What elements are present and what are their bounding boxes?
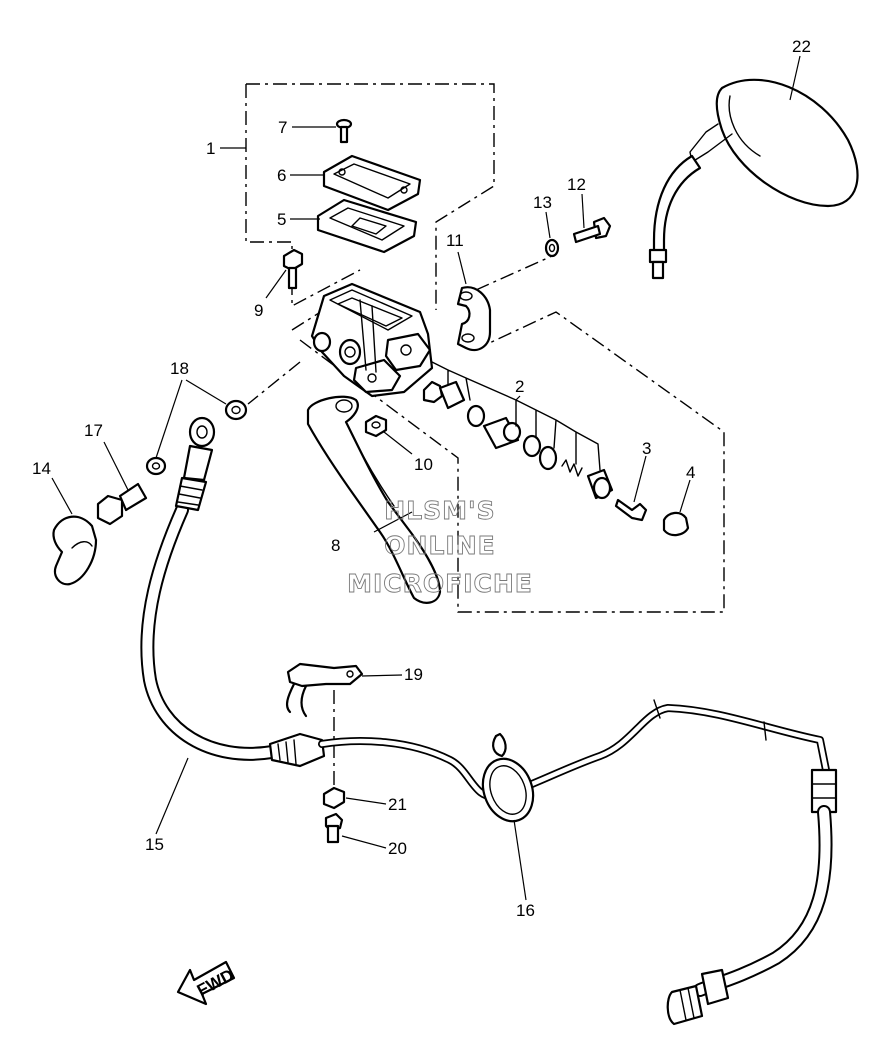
callout-16: 16 bbox=[516, 901, 535, 920]
piston-kit[interactable] bbox=[422, 361, 614, 500]
callout-7: 7 bbox=[278, 118, 287, 137]
callout-15: 15 bbox=[145, 835, 164, 854]
callout-12: 12 bbox=[567, 175, 586, 194]
master-cylinder-body[interactable] bbox=[310, 282, 434, 398]
brake-pipe[interactable] bbox=[318, 699, 830, 801]
boot-cover[interactable] bbox=[52, 515, 98, 586]
fwd-arrow-icon: FWD bbox=[176, 960, 237, 1006]
callout-3: 3 bbox=[642, 439, 651, 458]
callout-17: 17 bbox=[84, 421, 103, 440]
callout-9: 9 bbox=[254, 301, 263, 320]
callout-20: 20 bbox=[388, 839, 407, 858]
brake-hose-15[interactable] bbox=[140, 416, 326, 768]
watermark-line-1: HLSM'S bbox=[384, 496, 495, 525]
callout-18: 18 bbox=[170, 359, 189, 378]
watermark: HLSM'S ONLINE MICROFICHE bbox=[347, 496, 533, 599]
centerline-18 bbox=[247, 361, 301, 405]
callout-1: 1 bbox=[206, 139, 215, 158]
union-bolt[interactable] bbox=[96, 482, 148, 526]
callout-11: 11 bbox=[446, 231, 464, 250]
callout-6: 6 bbox=[277, 166, 286, 185]
bleeder-cap[interactable] bbox=[662, 511, 690, 537]
callout-22: 22 bbox=[792, 37, 811, 56]
washer-18[interactable] bbox=[145, 399, 248, 476]
mirror[interactable] bbox=[648, 78, 859, 280]
hose-bracket[interactable] bbox=[285, 662, 364, 718]
reservoir-cap[interactable] bbox=[322, 154, 422, 212]
callout-labels: 1 2 3 4 5 6 7 8 9 10 11 12 13 14 15 16 1… bbox=[32, 37, 811, 920]
callout-21: 21 bbox=[388, 795, 407, 814]
clamp-holder[interactable] bbox=[456, 286, 492, 352]
hose-clamp[interactable] bbox=[475, 732, 542, 828]
washer-13[interactable] bbox=[544, 238, 560, 258]
callout-13: 13 bbox=[533, 193, 552, 212]
bolt-20[interactable] bbox=[324, 812, 344, 844]
callout-2: 2 bbox=[515, 377, 524, 396]
brake-lever[interactable] bbox=[306, 395, 442, 604]
diaphragm[interactable] bbox=[316, 198, 418, 254]
callout-8: 8 bbox=[331, 536, 340, 555]
bolt-12[interactable] bbox=[572, 216, 612, 244]
nut-21[interactable] bbox=[322, 786, 346, 810]
callout-14: 14 bbox=[32, 459, 51, 478]
callout-5: 5 bbox=[277, 210, 286, 229]
nut-10[interactable] bbox=[364, 414, 388, 438]
callout-4: 4 bbox=[686, 463, 695, 482]
watermark-line-3: MICROFICHE bbox=[347, 569, 533, 598]
outline-lever-group bbox=[299, 311, 725, 613]
bleeder-screw[interactable] bbox=[614, 498, 648, 522]
bolt-9[interactable] bbox=[282, 248, 304, 290]
leader-lines bbox=[51, 55, 801, 901]
lower-hose[interactable] bbox=[666, 768, 838, 1026]
callout-19: 19 bbox=[404, 665, 423, 684]
callout-10: 10 bbox=[414, 455, 433, 474]
centerline-11-13 bbox=[475, 255, 553, 291]
outline-master-cylinder-top bbox=[245, 83, 495, 310]
screw-7[interactable] bbox=[335, 118, 353, 144]
watermark-line-2: ONLINE bbox=[384, 531, 495, 560]
